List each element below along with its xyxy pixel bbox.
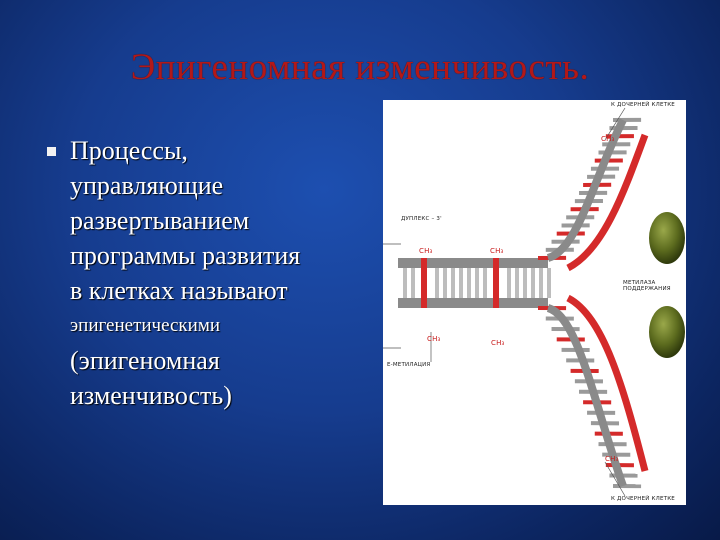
label-duplex: ДУПЛЕКС – 3' [401, 216, 442, 222]
enzyme-bottom [649, 306, 685, 358]
duplex-base-pair [459, 268, 463, 298]
bullet-line-7: (эпигеномная [70, 346, 220, 375]
duplex-base-pair [451, 268, 455, 298]
mark-ch3-e: CH₃ [601, 135, 615, 143]
duplex-base-pair [515, 268, 519, 298]
duplex-base-pair [443, 268, 447, 298]
duplex-base-pair [411, 268, 415, 298]
bullet-line-8: изменчивость) [70, 381, 232, 410]
bullet-line-1: Процессы, [70, 136, 188, 165]
duplex-base-pair [403, 268, 407, 298]
duplex-base-pair [523, 268, 527, 298]
mark-ch3-d: CH₃ [491, 339, 505, 347]
enzyme-top [649, 212, 685, 264]
label-maintenance: МЕТИЛАЗА ПОДДЕРЖАНИЯ [623, 280, 671, 292]
duplex-base-pair [435, 268, 439, 298]
duplex-base-pair [483, 268, 487, 298]
bullet-line-2: управляющие [70, 171, 224, 200]
fork-daughter-strand [566, 294, 649, 472]
dna-replication-figure: К ДОЧЕРНЕЙ КЛЕТКЕ К ДОЧЕРНЕЙ КЛЕТКЕ ДУПЛ… [383, 100, 686, 505]
fork-daughter-strand [566, 133, 649, 272]
duplex-base-pair [507, 268, 511, 298]
dna-fork-diagram [383, 107, 685, 497]
bullet-line-5: в клетках называют [70, 276, 288, 305]
bullet-block: Процессы, управляющие развертыванием про… [44, 133, 379, 413]
mark-ch3-b: CH₃ [490, 247, 504, 255]
duplex-base-pair [539, 268, 543, 298]
bullet-line-6: эпигенетическими [70, 315, 221, 336]
label-methylation: Е-МЕТИЛАЦИЯ [387, 362, 431, 368]
duplex-base-pair [531, 268, 535, 298]
mark-ch3-f: CH₃ [605, 455, 619, 463]
duplex-base-pair [547, 268, 551, 298]
fork-parent-strand [546, 304, 627, 488]
bullet-marker [47, 147, 56, 156]
mark-ch3-a: CH₃ [419, 247, 433, 255]
bullet-line-3: развертыванием [70, 206, 250, 235]
fork-parent-strand [546, 118, 627, 262]
mark-ch3-c: CH₃ [427, 335, 441, 343]
bullet-line-4: программы развития [70, 241, 301, 270]
duplex-base-pair [467, 268, 471, 298]
label-top-right: К ДОЧЕРНЕЙ КЛЕТКЕ [611, 102, 675, 108]
label-bottom-right: К ДОЧЕРНЕЙ КЛЕТКЕ [611, 496, 675, 502]
duplex-base-pair [475, 268, 479, 298]
slide-title: Эпигеномная изменчивость. [130, 47, 590, 88]
bullet-text: Процессы, управляющие развертыванием про… [70, 133, 379, 413]
